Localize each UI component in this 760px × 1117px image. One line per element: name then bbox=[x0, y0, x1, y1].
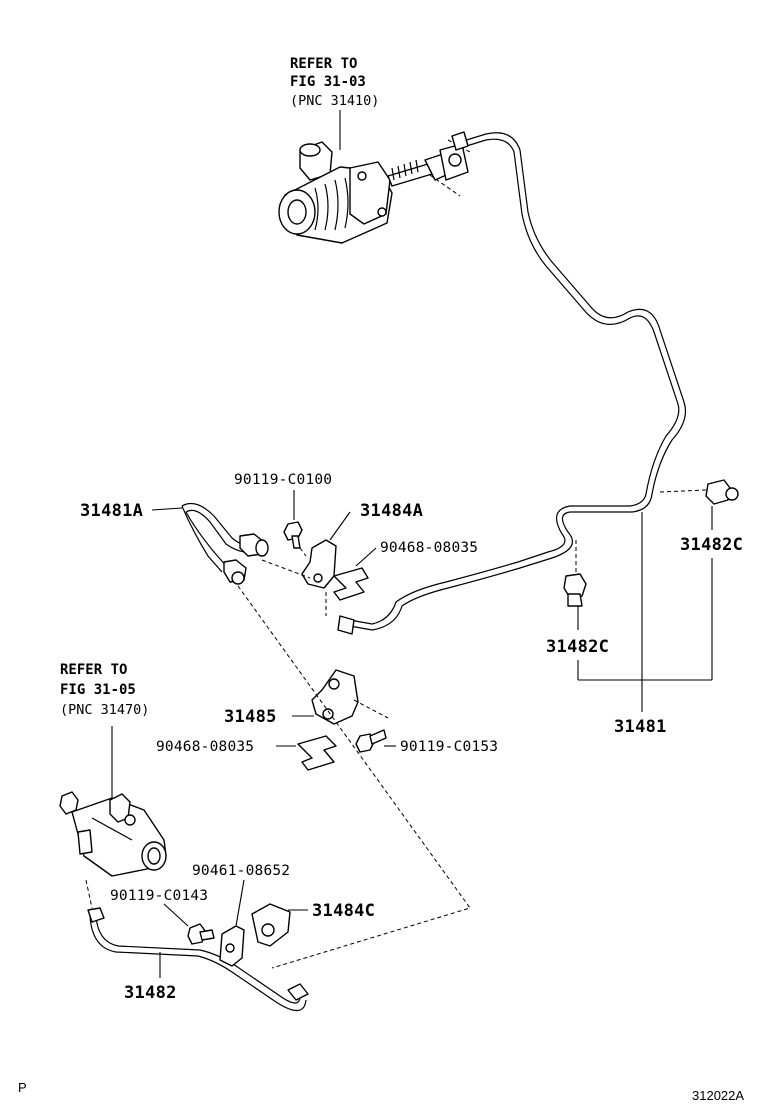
refer-to-text-2: REFER TO bbox=[60, 662, 127, 678]
label-90468-08035-mid: 90468-08035 bbox=[156, 739, 254, 755]
bolt-90119-C0143 bbox=[163, 903, 215, 945]
bracket-31484C bbox=[251, 903, 308, 947]
flexible-hose-31481A bbox=[181, 503, 269, 585]
label-90119-C0153: 90119-C0153 bbox=[400, 739, 498, 755]
refer-to-text: REFER TO bbox=[290, 56, 357, 72]
corner-left-mark: P bbox=[18, 1080, 27, 1095]
refer-fig-text-2: FIG 31-05 bbox=[60, 682, 136, 698]
bracket-31485 bbox=[292, 669, 389, 725]
clip-90468-08035-mid bbox=[276, 735, 337, 771]
bracket-31484A bbox=[301, 511, 351, 589]
label-31484C: 31484C bbox=[312, 901, 375, 921]
label-31485: 31485 bbox=[224, 707, 277, 727]
clip-90468-08035-top bbox=[333, 547, 377, 601]
figure-code: 312022A bbox=[692, 1088, 744, 1103]
refer-pnc-text: (PNC 31410) bbox=[290, 93, 379, 109]
release-cylinder-illustration bbox=[59, 791, 167, 877]
label-90461-08652: 90461-08652 bbox=[192, 863, 290, 879]
refer-fig-text: FIG 31-03 bbox=[290, 74, 366, 90]
label-31482C-right: 31482C bbox=[680, 535, 743, 555]
label-90119-C0100: 90119-C0100 bbox=[234, 472, 332, 488]
clutch-tube-31481 bbox=[337, 131, 687, 635]
clamp-31482C-mid bbox=[563, 540, 587, 630]
label-90119-C0143: 90119-C0143 bbox=[110, 888, 208, 904]
refer-master-cylinder-note: REFER TO FIG 31-03 (PNC 31410) bbox=[290, 56, 379, 150]
refer-pnc-text-2: (PNC 31470) bbox=[60, 702, 149, 718]
label-31482: 31482 bbox=[124, 983, 177, 1003]
reference-bracket-31481 bbox=[577, 512, 713, 712]
bolt-90119-C0153 bbox=[355, 729, 396, 753]
bracket-90461-08652 bbox=[219, 879, 245, 967]
label-31484A: 31484A bbox=[360, 501, 423, 521]
label-31481A: 31481A bbox=[80, 501, 143, 521]
label-90468-08035-top: 90468-08035 bbox=[380, 540, 478, 556]
master-cylinder-illustration bbox=[278, 139, 471, 244]
label-31482C-mid: 31482C bbox=[546, 637, 609, 657]
clamp-31482C-right bbox=[659, 479, 739, 530]
label-31481: 31481 bbox=[614, 717, 667, 737]
refer-release-cylinder-note: REFER TO FIG 31-05 (PNC 31470) bbox=[60, 662, 149, 800]
bolt-90119-C0100 bbox=[283, 490, 303, 549]
